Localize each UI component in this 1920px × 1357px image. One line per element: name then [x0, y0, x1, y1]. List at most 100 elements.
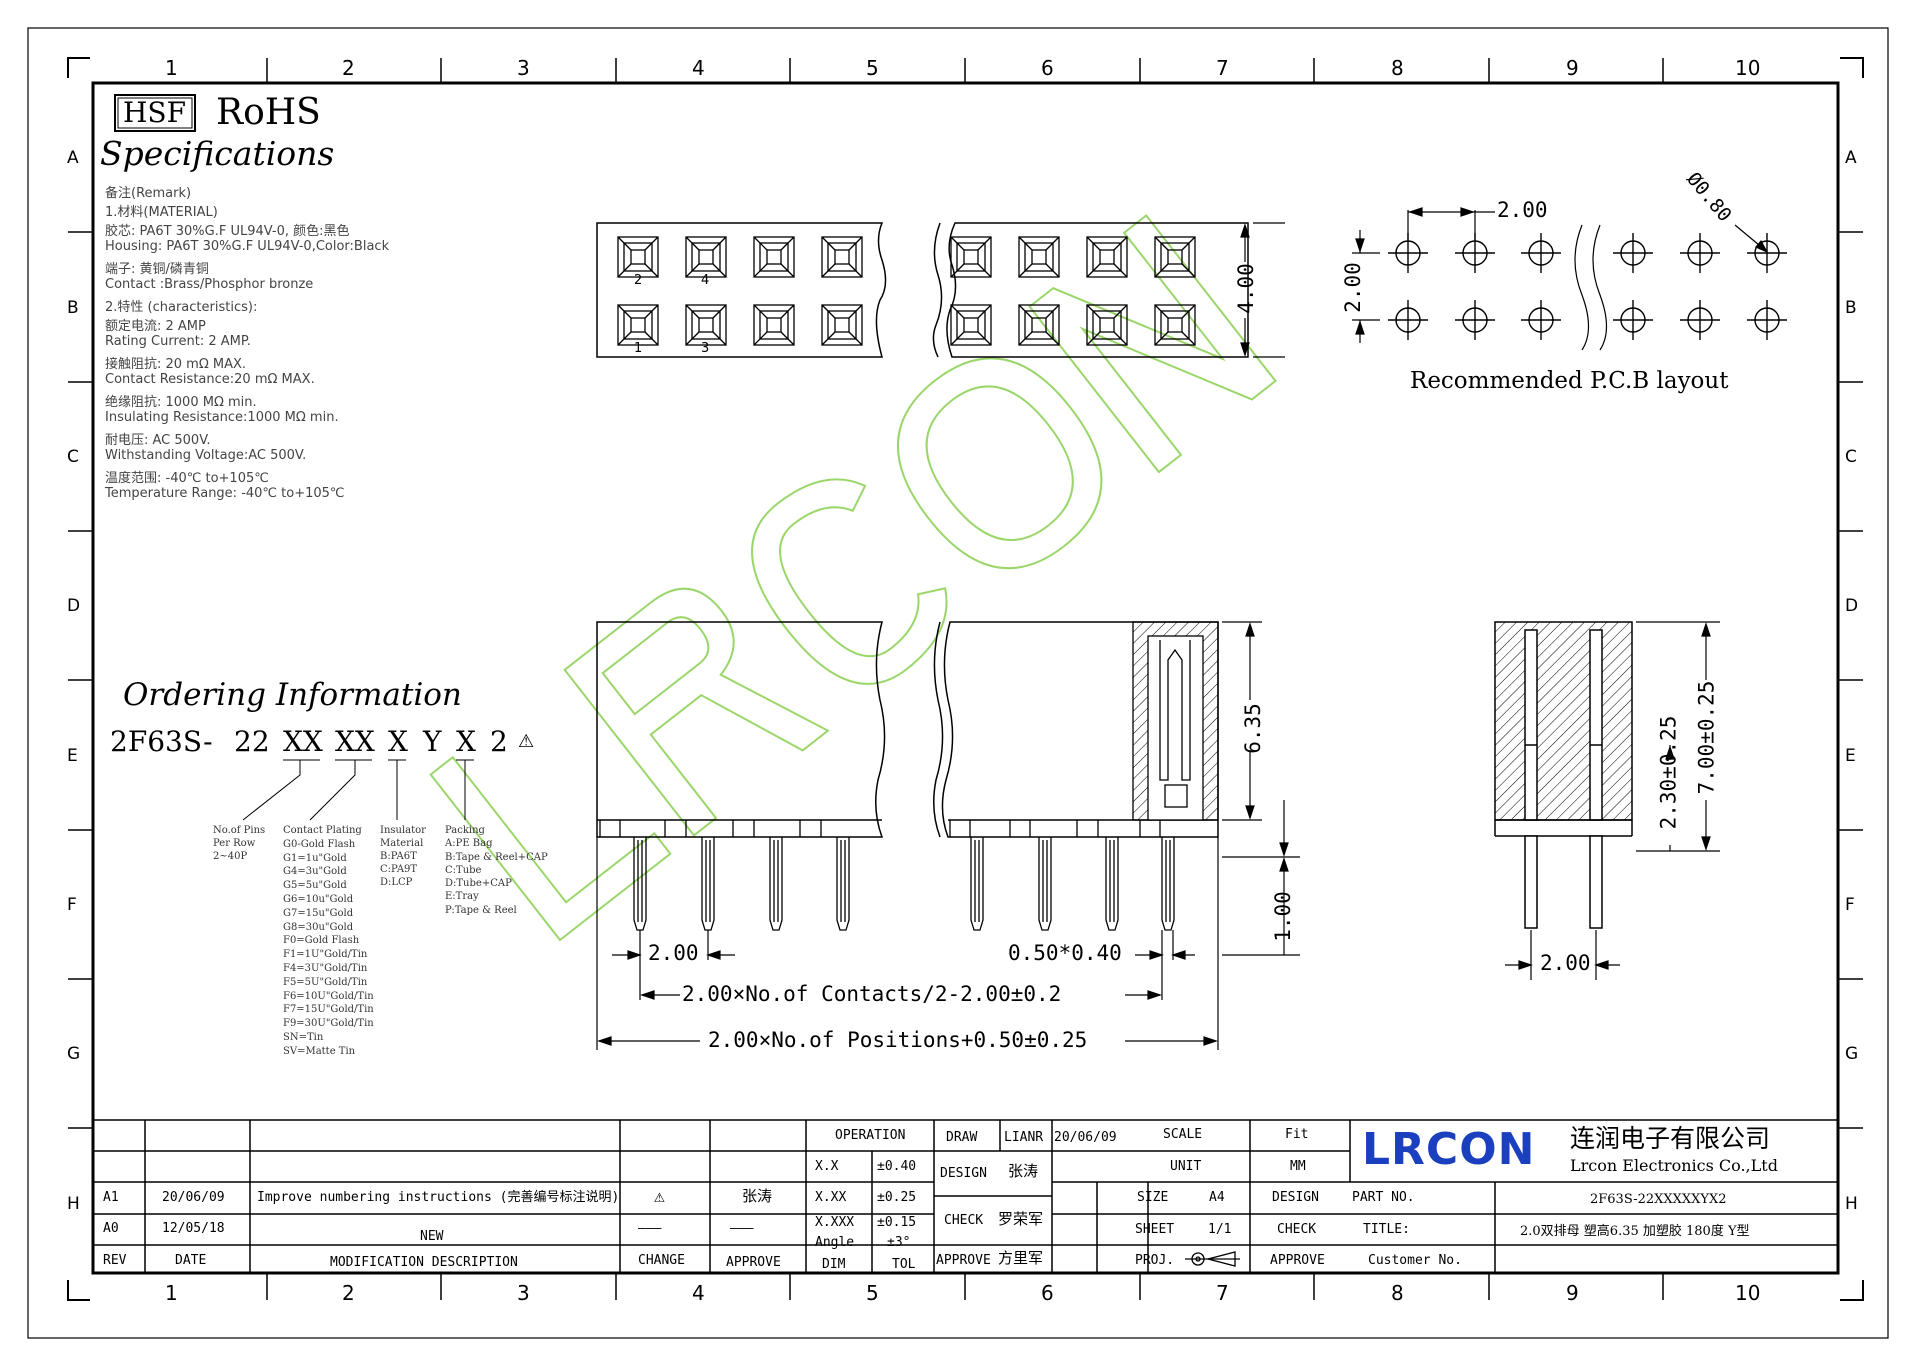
- spec-line: 端子: 黄铜/磷青铜: [105, 262, 209, 277]
- contact-cavity: [821, 304, 863, 346]
- ordering-insulator-legend: Insulator Material B:PA6T C:PA9T D:LCP: [380, 825, 426, 890]
- row-label-left-d: D: [67, 596, 81, 616]
- drawing-title: 2.0双排母 塑高6.35 加塑胶 180度 Y型: [1520, 1224, 1750, 1239]
- tol-dim-4: Angle: [815, 1235, 855, 1250]
- pcb-pitch-dim: 2.00: [1497, 198, 1548, 222]
- header-desc: MODIFICATION DESCRIPTION: [330, 1255, 518, 1270]
- contact-cavity: [753, 236, 795, 278]
- col-label-top-8: 8: [1391, 56, 1404, 80]
- col-label-top-7: 7: [1216, 56, 1229, 80]
- row-label-right-c: C: [1845, 447, 1857, 467]
- rev-a0-date: 12/05/18: [162, 1221, 225, 1236]
- contact-cavity: [1154, 304, 1196, 346]
- legend-line: B:PA6T: [380, 851, 417, 862]
- code-type: Y: [423, 725, 442, 758]
- legend-line: F5=5U"Gold/Tin: [283, 976, 368, 988]
- spec-line: 温度范围: -40℃ to+105℃: [105, 471, 269, 486]
- header-rev: REV: [103, 1253, 127, 1268]
- customer-no-label: Customer No.: [1368, 1253, 1462, 1268]
- title-label: TITLE:: [1363, 1222, 1410, 1237]
- dim-inner-height: 2.30±0.25: [1656, 715, 1681, 830]
- legend-line: G7=15u"Gold: [283, 907, 354, 919]
- rev-a0-change: ———: [638, 1221, 662, 1236]
- unit-label: UNIT: [1170, 1159, 1202, 1174]
- contact-pin: [970, 837, 984, 931]
- company-name-en: Lrcon Electronics Co.,Ltd: [1570, 1156, 1778, 1175]
- dim-contacts: 2.00×No.of Contacts/2-2.00±0.2: [682, 982, 1062, 1006]
- col-label-bottom-6: 6: [1041, 1281, 1054, 1305]
- row-label-left-f: F: [67, 895, 77, 915]
- contact-cavity: [617, 236, 659, 278]
- spec-line: 胶芯: PA6T 30%G.F UL94V-0, 颜色:黑色: [105, 224, 350, 239]
- rev-a1-warning-icon: ⚠: [654, 1186, 665, 1207]
- col-label-bottom-1: 1: [165, 1281, 178, 1305]
- code-rows: 2: [490, 725, 508, 758]
- legend-line: D:LCP: [380, 877, 413, 888]
- operation-title: OPERATION: [835, 1128, 906, 1143]
- tol-dim-label: DIM: [822, 1257, 846, 1272]
- dim-total-height: 7.00±0.25: [1694, 680, 1719, 795]
- contact-cavity: [685, 304, 727, 346]
- pcb-layout: [1388, 233, 1787, 340]
- col-label-top-10: 10: [1735, 56, 1761, 80]
- tol-dim-1: X.X: [815, 1159, 839, 1174]
- legend-line: F7=15U"Gold/Tin: [283, 1004, 374, 1016]
- title-block-lines: [93, 1119, 1838, 1273]
- code-warning-icon: ⚠: [518, 731, 535, 752]
- spec-line: Insulating Resistance:1000 MΩ min.: [105, 410, 339, 425]
- header-date: DATE: [175, 1253, 207, 1268]
- contact-cavity: [617, 304, 659, 346]
- code-pins: 22: [234, 725, 270, 758]
- legend-line: F9=30U"Gold/Tin: [283, 1018, 374, 1030]
- specifications-title: Specifications: [100, 134, 335, 173]
- legend-line: Per Row: [213, 838, 256, 849]
- contact-pin: [1161, 837, 1175, 931]
- row-label-right-f: F: [1845, 895, 1855, 915]
- legend-line: Material: [380, 838, 424, 849]
- spec-line: Contact Resistance:20 mΩ MAX.: [105, 372, 315, 387]
- tol-val-3: ±0.15: [877, 1215, 917, 1230]
- draw-label: DRAW: [946, 1130, 978, 1145]
- dim-tail: 1.00: [1270, 891, 1295, 942]
- code-prefix: 2F63S-: [110, 725, 213, 758]
- dim-height-4: 4.00: [1233, 263, 1258, 314]
- col-label-bottom-9: 9: [1566, 1281, 1579, 1305]
- contact-cavity: [1154, 236, 1196, 278]
- check-name: 罗荣军: [998, 1210, 1044, 1228]
- header-change: CHANGE: [638, 1253, 685, 1268]
- legend-line: E:Tray: [445, 891, 479, 903]
- company-logo: LRCON: [1362, 1124, 1536, 1175]
- header-approve: APPROVE: [726, 1255, 781, 1270]
- spec-line: 备注(Remark): [105, 186, 192, 201]
- row-label-right-b: B: [1845, 298, 1857, 318]
- approve-label: APPROVE: [936, 1253, 991, 1268]
- code-pins-per-row: XX: [283, 725, 323, 758]
- legend-line: D:Tube+CAP: [445, 878, 512, 890]
- col-label-bottom-10: 10: [1735, 1281, 1761, 1305]
- spec-line: 耐电压: AC 500V.: [105, 433, 211, 448]
- size-value: A4: [1209, 1190, 1225, 1205]
- spec-line: 1.材料(MATERIAL): [105, 205, 218, 220]
- approve-label-2: APPROVE: [1270, 1253, 1325, 1268]
- rev-a0-desc: NEW: [420, 1229, 444, 1244]
- hsf-box: [114, 94, 196, 132]
- side-view: [1494, 621, 1633, 929]
- scale-label: SCALE: [1163, 1127, 1203, 1142]
- row-label-left-g: G: [67, 1044, 81, 1064]
- rev-a1: A1: [103, 1190, 119, 1205]
- company-name-cn: 连润电子有限公司: [1570, 1124, 1771, 1153]
- rev-a0: A0: [103, 1221, 119, 1236]
- rev-a1-desc: Improve numbering instructions (完善编号标注说明…: [257, 1190, 620, 1205]
- code-insulator: X: [388, 725, 408, 758]
- dim-pitch-front: 2.00: [648, 941, 699, 965]
- front-pins: [599, 820, 1175, 931]
- tol-val-2: ±0.25: [877, 1190, 917, 1205]
- contact-pin: [836, 837, 850, 931]
- sheet-label: SHEET: [1135, 1222, 1175, 1237]
- top-view-contacts: [617, 236, 1196, 346]
- tol-val-4: ±3°: [887, 1235, 911, 1250]
- spec-line: Contact :Brass/Phosphor bronze: [105, 277, 314, 292]
- approve-name: 方里军: [998, 1249, 1044, 1267]
- contact-cavity: [753, 304, 795, 346]
